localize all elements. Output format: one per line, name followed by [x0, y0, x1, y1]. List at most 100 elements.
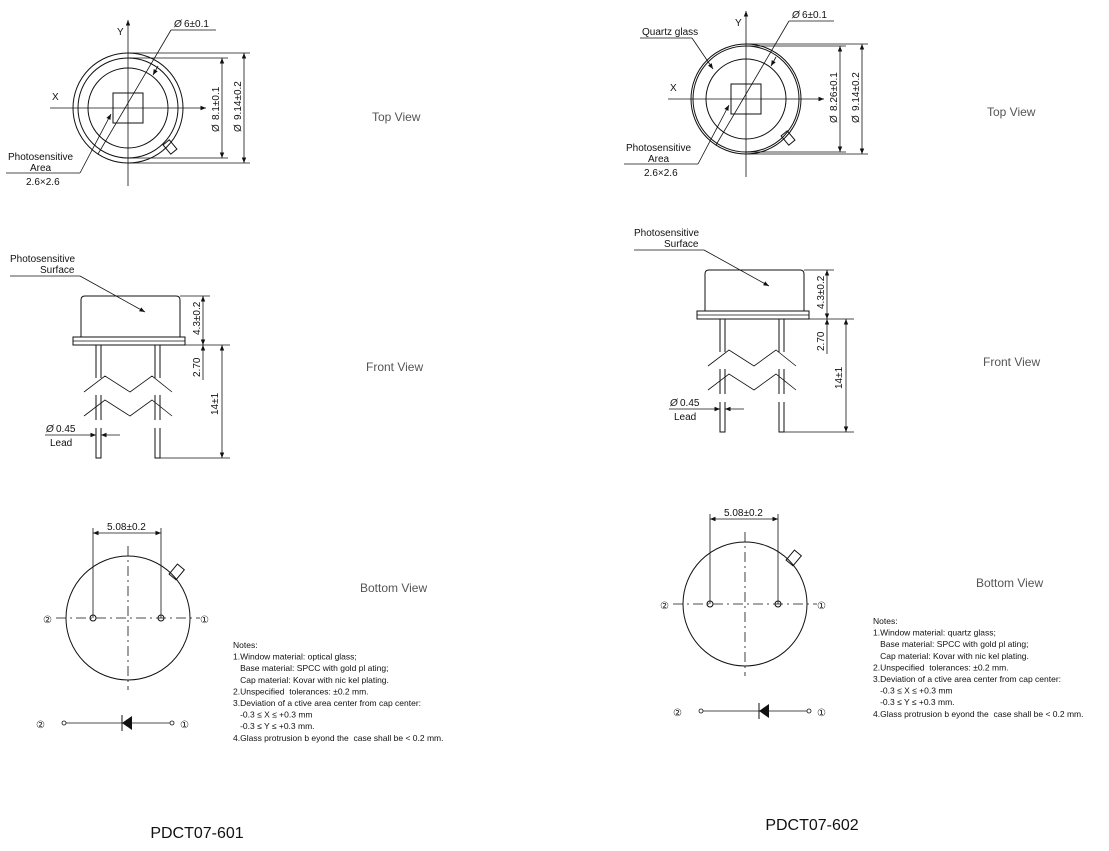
leads — [95, 345, 161, 459]
cap-height-label: 4.3±0.2 — [192, 301, 203, 335]
lead-length-label: 14±1 — [834, 366, 845, 389]
note-line: 2.Unspecified tolerances: ±0.2 mm. — [873, 662, 1009, 672]
orientation-tab — [785, 549, 803, 567]
phi-symbol: Ø — [851, 115, 862, 123]
surface-leader — [79, 275, 146, 313]
model-title: PDCT07-601 — [150, 825, 243, 842]
pin-spacing-label: 5.08±0.2 — [107, 522, 146, 533]
pin-1 — [157, 614, 165, 622]
note-line: Notes: — [873, 616, 898, 626]
window-diameter-dim: 6±0.1 — [184, 19, 209, 30]
surface-label: Surface — [664, 239, 699, 250]
surface-label: Surface — [40, 265, 75, 276]
surface-label: Photosensitive — [10, 254, 75, 265]
pin-1-label: ① — [200, 615, 209, 626]
area-label: Photosensitive — [8, 152, 73, 163]
note-line: Cap material: Kovar with nic kel plating… — [233, 675, 389, 685]
surface-label: Photosensitive — [634, 228, 699, 239]
top-view-label: Top View — [987, 105, 1036, 119]
diode-pin-1: ① — [817, 708, 826, 719]
cap-body — [704, 269, 805, 311]
pin-spacing-label: 5.08±0.2 — [724, 508, 763, 519]
area-label: Photosensitive — [626, 143, 691, 154]
pin-1-label: ① — [817, 601, 826, 612]
note-line: 4.Glass protrusion b eyond the case shal… — [873, 709, 1084, 719]
model-title: PDCT07-602 — [765, 817, 858, 834]
note-line: Base material: SPCC with gold pl ating; — [873, 639, 1028, 649]
area-label: Area — [648, 154, 670, 165]
orientation-tab — [780, 130, 796, 146]
lead-length-label: 14±1 — [210, 392, 221, 415]
pin-1 — [774, 600, 782, 608]
note-line: 2.Unspecified tolerances: ±0.2 mm. — [233, 686, 369, 696]
note-line: -0.3 ≤ X ≤ +0.3 mm — [873, 686, 952, 696]
note-line: 3.Deviation of a ctive area center from … — [873, 674, 1061, 684]
x-axis-label: X — [52, 92, 59, 103]
area-size: 2.6×2.6 — [644, 168, 678, 179]
note-line: 3.Deviation of a ctive area center from … — [233, 698, 421, 708]
case-diameter-dim: 9.14±0.2 — [233, 81, 244, 120]
cap-height-label: 4.3±0.2 — [816, 275, 827, 309]
phi-symbol: Ø — [173, 19, 183, 30]
orientation-tab — [162, 139, 178, 155]
note-line: -0.3 ≤ Y ≤ +0.3 mm. — [233, 721, 315, 731]
break-lines — [83, 375, 173, 417]
cap-diameter-dim: 8.1±0.1 — [211, 86, 222, 120]
area-leader — [697, 104, 730, 165]
front-view-label: Front View — [983, 355, 1040, 369]
break-lines — [707, 349, 797, 391]
bottom-view-label: Bottom View — [976, 576, 1043, 590]
phi-symbol: Ø — [233, 124, 244, 132]
top-view-label: Top View — [372, 110, 421, 124]
note-line: Cap material: Kovar with nic kel plating… — [873, 651, 1029, 661]
flange-label: 2.70 — [192, 357, 203, 377]
diode-pin-2: ② — [673, 708, 682, 719]
surface-leader — [703, 249, 770, 287]
phi-symbol: Ø — [829, 115, 840, 123]
area-leader — [79, 113, 112, 174]
note-line: Notes: — [233, 640, 258, 650]
lead-diameter-label: 0.45 — [56, 424, 76, 435]
pin-2-label: ② — [660, 601, 669, 612]
orientation-tab — [168, 563, 186, 581]
front-view-label: Front View — [366, 360, 423, 374]
bottom-view-label: Bottom View — [360, 581, 427, 595]
phi-symbol: Ø — [669, 398, 679, 409]
y-axis-label: Y — [117, 27, 124, 38]
lead-label: Lead — [674, 412, 696, 423]
window-dia-leader — [97, 29, 172, 155]
phi-symbol: Ø — [45, 424, 55, 435]
lead-label: Lead — [50, 438, 72, 449]
note-line: 4.Glass protrusion b eyond the case shal… — [233, 733, 444, 743]
lead-diameter-label: 0.45 — [680, 398, 700, 409]
cap-diameter-dim: 8.26±0.1 — [829, 72, 840, 111]
y-axis-label: Y — [735, 18, 742, 29]
phi-symbol: Ø — [791, 10, 801, 21]
notes: Notes:1.Window material: optical glass; … — [233, 640, 444, 743]
flange-label: 2.70 — [816, 331, 827, 351]
window-dia-arrow — [152, 65, 159, 76]
diode-pin-2: ② — [36, 720, 45, 731]
leads — [719, 319, 785, 433]
note-line: 1.Window material: optical glass; — [233, 652, 357, 662]
pin-2-label: ② — [43, 615, 52, 626]
cap-body — [80, 295, 181, 337]
phi-symbol: Ø — [211, 124, 222, 132]
area-label: Area — [30, 163, 52, 174]
note-line: -0.3 ≤ X ≤ +0.3 mm — [233, 710, 312, 720]
window-diameter-dim: 6±0.1 — [802, 10, 827, 21]
note-line: -0.3 ≤ Y ≤ +0.3 mm. — [873, 697, 955, 707]
case-diameter-dim: 9.14±0.2 — [851, 72, 862, 111]
pin-2 — [706, 600, 714, 608]
window-dia-arrow — [770, 56, 777, 67]
